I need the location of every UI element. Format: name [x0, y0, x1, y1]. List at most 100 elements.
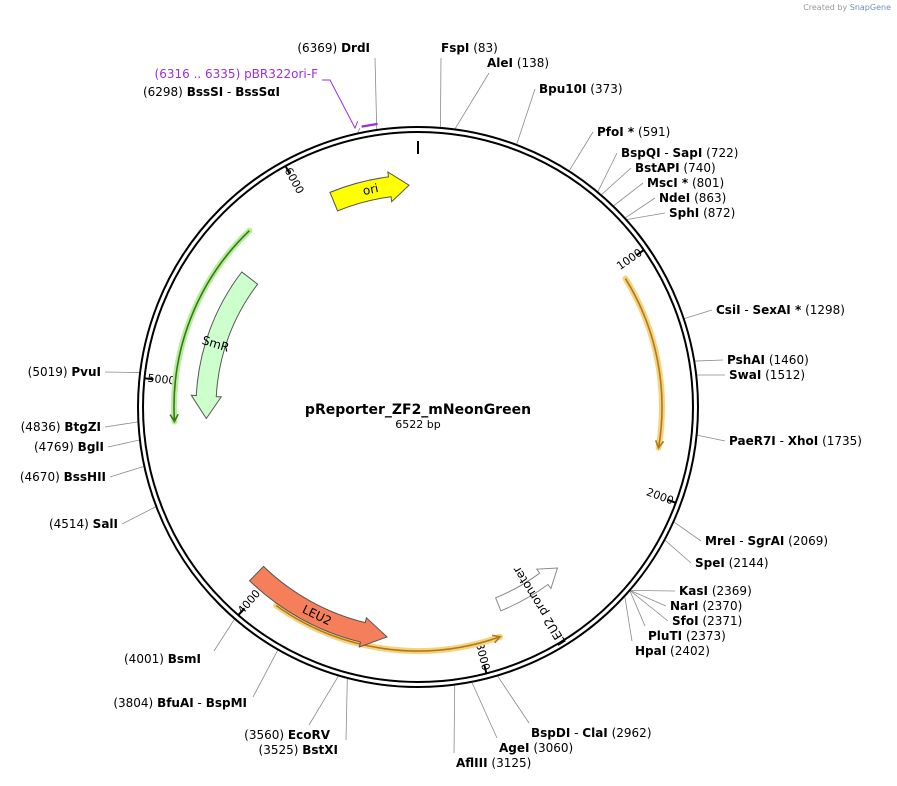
site-name: PluTI [648, 629, 682, 643]
site-leader [624, 597, 633, 642]
site-name: BspDI [531, 726, 570, 740]
site-separator: - [661, 146, 673, 160]
site-name: MscI * [647, 176, 689, 190]
site-separator: - [776, 434, 788, 448]
feature-leu2[interactable] [248, 565, 388, 648]
primer-range: (6316 .. 6335) [155, 67, 245, 81]
site-name: PvuI [71, 365, 101, 379]
site-position: (83) [473, 41, 498, 55]
site-leader [213, 619, 235, 652]
site-name: HpaI [635, 644, 666, 658]
site-name-2: SapI [673, 146, 703, 160]
site-label-bfuai[interactable]: (3804) BfuAI - BspMI [113, 696, 247, 710]
site-labels: (6369) DrdI FspI (83)AleI (138) Bpu10I (37… [20, 41, 862, 770]
site-label-spei[interactable]: SpeI (2144) [695, 556, 769, 570]
site-separator: - [194, 696, 206, 710]
site-name: BstXI [302, 743, 338, 757]
site-position: (4769) [34, 440, 74, 454]
site-label-swai[interactable]: SwaI (1512) [729, 368, 805, 382]
site-leader [630, 590, 667, 607]
primer-name: pBR322ori-F [244, 67, 318, 81]
site-leader [121, 506, 156, 525]
tick-label: 4000 [235, 587, 263, 617]
plasmid-name: pReporter_ZF2_mNeonGreen [305, 402, 531, 418]
site-label-mrei[interactable]: MreI - SgrAI (2069) [705, 534, 828, 548]
backbone-outer-circle [137, 126, 699, 688]
site-name: PaeR7I [729, 434, 776, 448]
site-leader [613, 182, 644, 206]
tick-mark [635, 249, 645, 257]
site-label-ndei[interactable]: NdeI (863) [659, 191, 726, 205]
site-leader [697, 434, 726, 442]
site-leader [104, 421, 138, 428]
orf-arrowhead [169, 413, 179, 424]
site-name: NarI [670, 599, 699, 613]
site-name: AflIII [456, 756, 488, 770]
site-label-bspqi[interactable]: BspQI - SapI (722) [621, 146, 738, 160]
site-label-pshai[interactable]: PshAI (1460) [727, 353, 809, 367]
feature-ori[interactable] [329, 170, 410, 212]
site-label-pluti[interactable]: PluTI (2373) [648, 629, 726, 643]
site-label-bstxi[interactable]: (3525) BstXI [259, 743, 338, 757]
site-label-ecorv[interactable]: (3560) EcoRV [244, 728, 331, 742]
feature-smr[interactable] [190, 271, 259, 420]
site-leader [345, 678, 348, 741]
primer-annotation: (6316 .. 6335) pBR322ori-F [155, 67, 378, 130]
site-label-afliii[interactable]: AflIII (3125) [456, 756, 531, 770]
site-label-bsshii[interactable]: (4670) BssHII [20, 470, 106, 484]
site-label-msci[interactable]: MscI * (801) [647, 176, 724, 190]
site-label-bstapi[interactable]: BstAPI (740) [635, 161, 716, 175]
site-label-drdi[interactable]: (6369) DrdI [297, 41, 370, 55]
site-position: (2069) [788, 534, 828, 548]
primer-mark[interactable] [361, 122, 378, 128]
site-label-sphi[interactable]: SphI (872) [669, 206, 735, 220]
site-name: AgeI [499, 741, 529, 755]
site-name: EcoRV [288, 728, 331, 742]
orf-arc-halo [622, 275, 665, 451]
orf-arc [173, 230, 250, 422]
site-name-2: SexAI * [753, 303, 802, 317]
site-label-btgzi[interactable]: (4836) BtgZI [21, 420, 101, 434]
site-position: (591) [638, 125, 670, 139]
site-position: (4670) [20, 470, 60, 484]
site-leader [454, 72, 490, 129]
plasmid-size: 6522 bp [395, 418, 440, 431]
feature-leu2-promoter[interactable] [494, 567, 559, 612]
site-name: BfuAI [157, 696, 194, 710]
site-name: BglI [78, 440, 104, 454]
site-label-bsmi[interactable]: (4001) BsmI [124, 652, 201, 666]
orf-arc [624, 278, 663, 448]
site-label-hpai[interactable]: HpaI (2402) [635, 644, 710, 658]
site-position: (801) [692, 176, 724, 190]
site-leader [665, 540, 692, 564]
site-leader [308, 676, 339, 726]
site-label-bspdi[interactable]: BspDI - ClaI (2962) [531, 726, 652, 740]
primer-leader [322, 79, 359, 130]
site-name: BssSI [187, 85, 224, 99]
site-name: KasI [679, 584, 708, 598]
site-name: NdeI [659, 191, 690, 205]
site-label-sfoi[interactable]: SfoI (2371) [672, 614, 742, 628]
tick-label: 1000 [614, 246, 644, 273]
site-leader [601, 167, 632, 195]
site-leader [357, 127, 361, 133]
site-leader [252, 650, 278, 698]
site-label-nari[interactable]: NarI (2370) [670, 599, 742, 613]
site-label-agei[interactable]: AgeI (3060) [499, 741, 573, 755]
site-position: (2962) [612, 726, 652, 740]
site-label-csii[interactable]: CsiI - SexAI * (1298) [716, 303, 845, 317]
site-label-pfoi[interactable]: PfoI * (591) [597, 125, 670, 139]
site-label-bpu10i[interactable]: Bpu10I (373) [539, 82, 623, 96]
site-label-bsssi[interactable]: (6298) BssSI - BssSαI [143, 85, 280, 99]
site-position: (3060) [533, 741, 573, 755]
site-label-sali[interactable]: (4514) SalI [49, 517, 118, 531]
site-name: PshAI [727, 353, 765, 367]
site-name: MreI [705, 534, 735, 548]
site-label-pvui[interactable]: (5019) PvuI [28, 365, 101, 379]
site-label-fspi[interactable]: FspI (83) [441, 41, 498, 55]
site-label-alei[interactable]: AleI (138) [487, 56, 549, 70]
site-label-bgli[interactable]: (4769) BglI [34, 440, 104, 454]
site-position: (3804) [113, 696, 153, 710]
site-label-kasi[interactable]: KasI (2369) [679, 584, 752, 598]
site-label-paer7i[interactable]: PaeR7I - XhoI (1735) [729, 434, 862, 448]
